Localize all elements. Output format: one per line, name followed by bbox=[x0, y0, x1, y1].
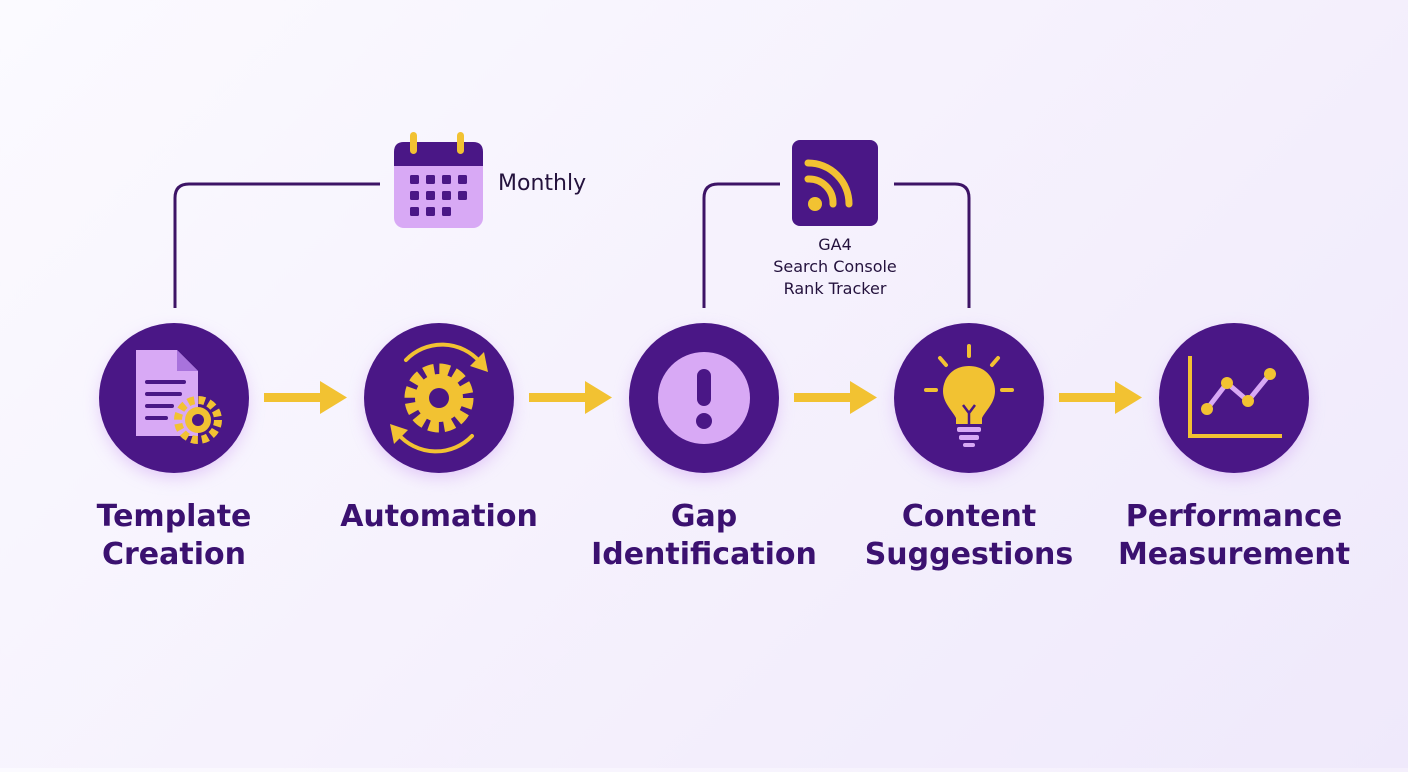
lightbulb-icon bbox=[924, 344, 1014, 447]
data-source-search-console: Search Console bbox=[773, 257, 897, 276]
monthly-connector-line bbox=[173, 182, 380, 308]
calendar-icon bbox=[394, 132, 483, 228]
feed-icon bbox=[792, 140, 878, 226]
step-label-template-creation: Template Creation bbox=[96, 499, 252, 572]
exclamation-icon bbox=[658, 352, 750, 444]
data-source-rank-tracker: Rank Tracker bbox=[783, 279, 887, 298]
arrow-4 bbox=[1059, 381, 1142, 414]
node-performance-measurement bbox=[1159, 323, 1309, 476]
line-chart-icon bbox=[1188, 356, 1282, 438]
node-template-creation bbox=[99, 323, 249, 476]
data-source-ga4: GA4 bbox=[818, 235, 852, 254]
document-gear-icon bbox=[136, 350, 222, 444]
arrow-2 bbox=[529, 381, 612, 414]
data-sources-label: GA4 Search Console Rank Tracker bbox=[750, 234, 920, 300]
node-automation bbox=[364, 323, 514, 476]
step-label-automation: Automation bbox=[340, 499, 538, 534]
arrow-1 bbox=[264, 381, 347, 414]
monthly-label: Monthly bbox=[498, 171, 587, 196]
step-label-performance-measurement: Performance Measurement bbox=[1117, 499, 1351, 572]
node-content-suggestions bbox=[894, 323, 1044, 476]
step-label-gap-identification: Gap Identification bbox=[591, 499, 817, 572]
node-gap-identification bbox=[629, 323, 779, 476]
arrow-3 bbox=[794, 381, 877, 414]
sources-connector-right bbox=[894, 182, 971, 308]
sources-connector-left bbox=[702, 182, 780, 308]
gear-cycle-icon bbox=[390, 342, 488, 454]
step-label-content-suggestions: Content Suggestions bbox=[864, 499, 1074, 572]
